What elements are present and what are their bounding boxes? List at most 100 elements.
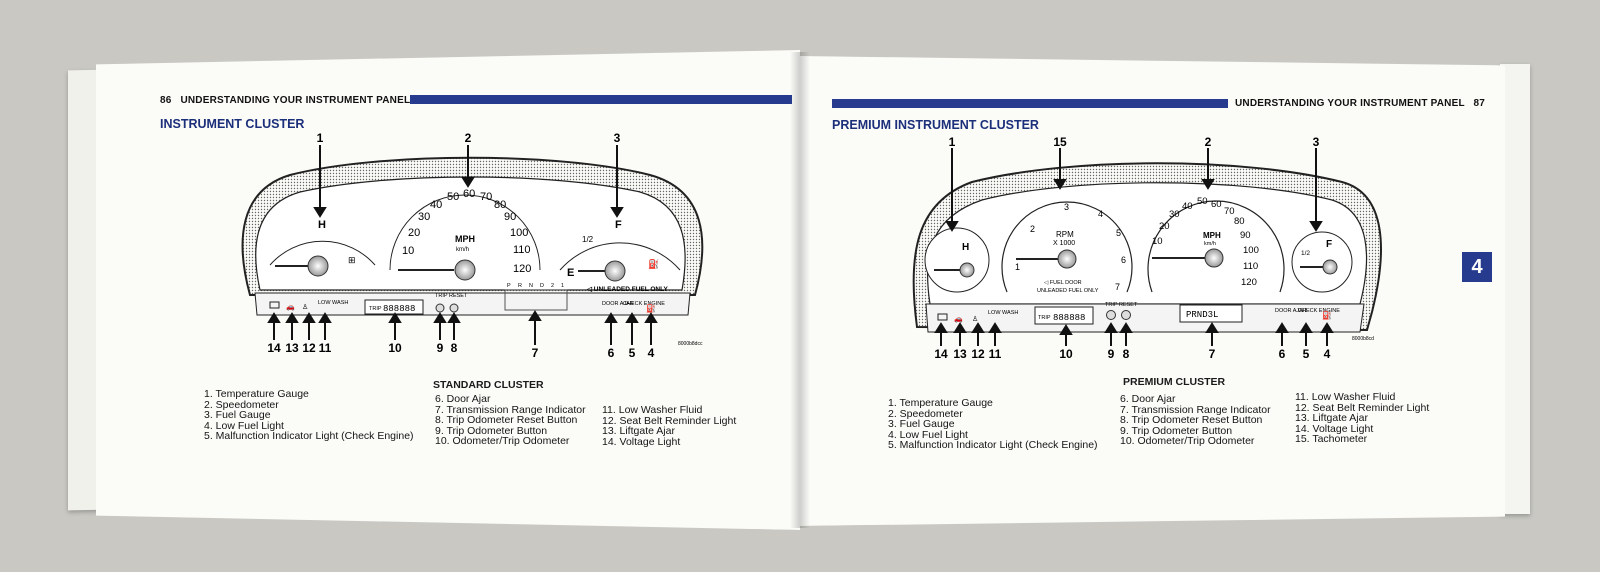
legend-item: 11. Low Washer Fluid: [1295, 391, 1396, 403]
temperature-gauge: H ⊞: [269, 219, 376, 277]
tachometer-gauge: 1 2 3 4 5 6 7 RPM X 1000 ◁ FUEL DOOR UNL…: [1001, 201, 1133, 294]
svg-text:⛽: ⛽: [648, 258, 659, 269]
left-legend-col1: 1. Temperature Gauge 2. Speedometer 3. F…: [204, 389, 414, 442]
svg-text:N: N: [529, 283, 533, 289]
callout-9: 9: [437, 341, 444, 355]
legend-item: 5. Malfunction Indicator Light (Check En…: [204, 430, 414, 442]
prnd21-indicator: P R N D 2 1: [504, 283, 568, 311]
reset-button-label: RESET: [1119, 302, 1138, 308]
legend-item: 1. Temperature Gauge: [204, 388, 309, 400]
mph-tick: 20: [1159, 221, 1170, 232]
right-page-header: UNDERSTANDING YOUR INSTRUMENT PANEL 87: [1235, 98, 1485, 109]
callout-14: 14: [934, 347, 948, 361]
svg-text:888888: 888888: [1053, 313, 1085, 323]
left-figure-code: 8000b8dcc: [678, 341, 703, 347]
low-wash-label: LOW WASH: [318, 300, 348, 306]
legend-item: 12. Seat Belt Reminder Light: [1295, 401, 1430, 414]
reset-button-label: RESET: [449, 293, 468, 299]
callout-10: 10: [1059, 347, 1073, 361]
seatbelt-icon: ♙: [972, 315, 978, 323]
mph-tick: 120: [1241, 277, 1257, 288]
callout-13: 13: [953, 347, 967, 361]
seatbelt-icon: ♙: [302, 303, 308, 311]
fuel-door-label: ◁ FUEL DOOR: [1044, 280, 1082, 286]
legend-item: 4. Low Fuel Light: [204, 419, 284, 432]
rpm-tick: 7: [1115, 282, 1120, 292]
callout-12: 12: [971, 347, 985, 361]
legend-item: 3. Fuel Gauge: [888, 418, 955, 430]
book-gutter: [790, 52, 810, 528]
legend-item: 5. Malfunction Indicator Light (Check En…: [888, 439, 1098, 451]
trip-label: TRIP: [1038, 315, 1051, 321]
mph-tick: 40: [1182, 201, 1193, 212]
trip-label: TRIP: [369, 306, 382, 312]
callout-2: 2: [1205, 135, 1212, 149]
mph-tick: 40: [430, 199, 442, 211]
mph-tick: 10: [402, 245, 414, 257]
speedometer-gauge: 10 20 30 40 50 60 70 80 90 100 110 120 M…: [389, 188, 541, 281]
mph-tick: 90: [1240, 230, 1251, 241]
legend-item: 6. Door Ajar: [1120, 393, 1176, 405]
mph-tick: 10: [1152, 236, 1163, 247]
battery-icon: [937, 313, 948, 321]
mph-tick: 120: [513, 263, 531, 275]
check-engine-label: CHECK ENGINE: [1298, 308, 1340, 314]
fuel-gauge: F 1/2 E ◁ UNLEADED FUEL ONLY ⛽: [559, 219, 681, 293]
callout-7: 7: [1209, 347, 1216, 361]
mph-tick: 110: [513, 244, 531, 256]
svg-text:P: P: [507, 283, 511, 289]
legend-item: 9. Trip Odometer Button: [435, 424, 548, 437]
callout-7: 7: [532, 346, 539, 360]
mph-tick: 80: [494, 199, 506, 211]
rpm-tick: 4: [1098, 209, 1103, 219]
left-legend-title: STANDARD CLUSTER: [433, 379, 544, 391]
mph-tick: 70: [1224, 206, 1235, 217]
mph-tick: 90: [504, 211, 516, 223]
check-engine-label: CHECK ENGINE: [623, 301, 665, 307]
temp-h-label: H: [318, 219, 326, 231]
battery-icon: [269, 301, 280, 309]
mph-tick: 30: [418, 211, 430, 223]
mph-unit: MPH: [1203, 231, 1221, 240]
left-section-title: INSTRUMENT CLUSTER: [160, 117, 305, 131]
callout-4: 4: [648, 346, 655, 360]
callout-3: 3: [1313, 135, 1320, 149]
legend-item: 7. Transmission Range Indicator: [435, 403, 586, 416]
right-legend-col1: 1. Temperature Gauge 2. Speedometer 3. F…: [888, 398, 1098, 451]
trip-button[interactable]: [435, 303, 445, 313]
legend-item: 12. Seat Belt Reminder Light: [602, 414, 737, 427]
warning-lights-strip: 🚗 ♙ LOW WASH TRIP 888888 TRIP RESET P R …: [269, 283, 665, 315]
chapter-tab[interactable]: 4: [1462, 252, 1492, 282]
callout-3: 3: [614, 131, 621, 145]
rpm-tick: 6: [1121, 255, 1126, 265]
left-header-text: UNDERSTANDING YOUR INSTRUMENT PANEL: [180, 95, 411, 106]
left-page-header: 86 UNDERSTANDING YOUR INSTRUMENT PANEL: [160, 95, 410, 106]
right-legend-col2: 6. Door Ajar 7. Transmission Range Indic…: [1120, 394, 1271, 447]
fuel-f-label: F: [615, 219, 622, 231]
callout-14: 14: [267, 341, 281, 355]
reset-button[interactable]: [1121, 310, 1131, 320]
warning-lights-strip: 🚗 ♙ LOW WASH TRIP 888888 TRIP RESET PRND…: [937, 302, 1340, 325]
svg-text:⛽: ⛽: [646, 303, 656, 313]
legend-item: 8. Trip Odometer Reset Button: [435, 414, 578, 426]
left-page-number: 86: [160, 95, 172, 106]
trip-button[interactable]: [1106, 310, 1116, 320]
svg-text:R: R: [518, 283, 522, 289]
door-ajar-label: DOOR AJAR: [602, 301, 634, 307]
right-page-number: 87: [1473, 98, 1486, 109]
callout-1: 1: [949, 135, 956, 149]
reset-button[interactable]: [449, 303, 459, 313]
page-stack-right: [1500, 64, 1530, 514]
low-wash-label: LOW WASH: [988, 310, 1018, 316]
mph-tick: 50: [447, 191, 459, 203]
left-header-bar: [410, 95, 792, 104]
rpm-label: RPM: [1056, 230, 1074, 239]
right-legend-title: PREMIUM CLUSTER: [1123, 376, 1226, 388]
liftgate-icon: 🚗: [954, 316, 963, 323]
svg-text:1: 1: [561, 283, 564, 289]
callout-11: 11: [989, 347, 1002, 361]
fuel-half-label: 1/2: [1301, 250, 1310, 257]
right-section-title: PREMIUM INSTRUMENT CLUSTER: [832, 118, 1039, 132]
mph-unit: MPH: [455, 234, 475, 244]
callout-9: 9: [1108, 347, 1115, 361]
